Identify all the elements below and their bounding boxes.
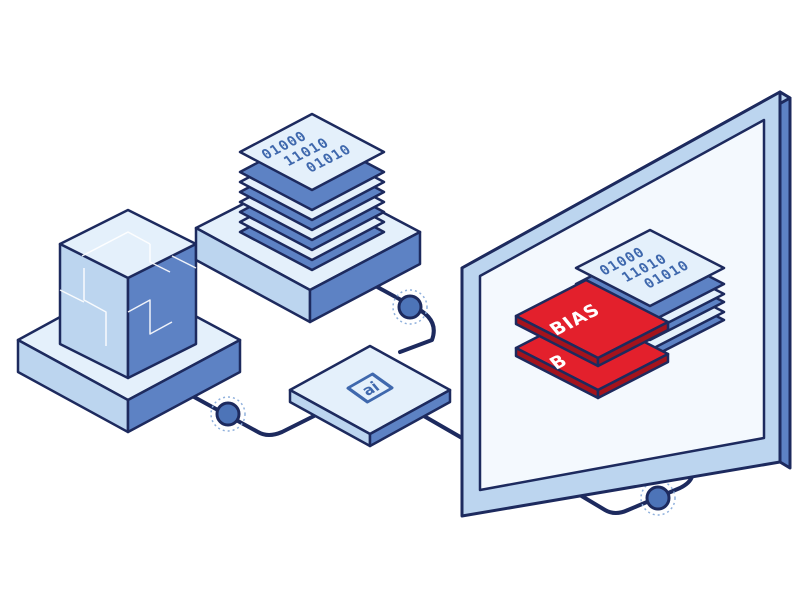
node-cube	[210, 396, 246, 432]
node-monitor	[640, 480, 676, 516]
puzzle-cube-icon	[58, 208, 198, 380]
ai-hub	[288, 344, 452, 448]
data-stack-layers	[238, 112, 386, 272]
bias-card-upper	[514, 278, 670, 368]
connector-nodes	[210, 289, 676, 516]
node-data	[392, 289, 428, 325]
cable-cube-to-hub	[183, 390, 332, 437]
monitor-data-stack: 01000 11010 01010	[514, 228, 726, 400]
data-stack-icon: 01000 11010 01010	[238, 112, 386, 272]
